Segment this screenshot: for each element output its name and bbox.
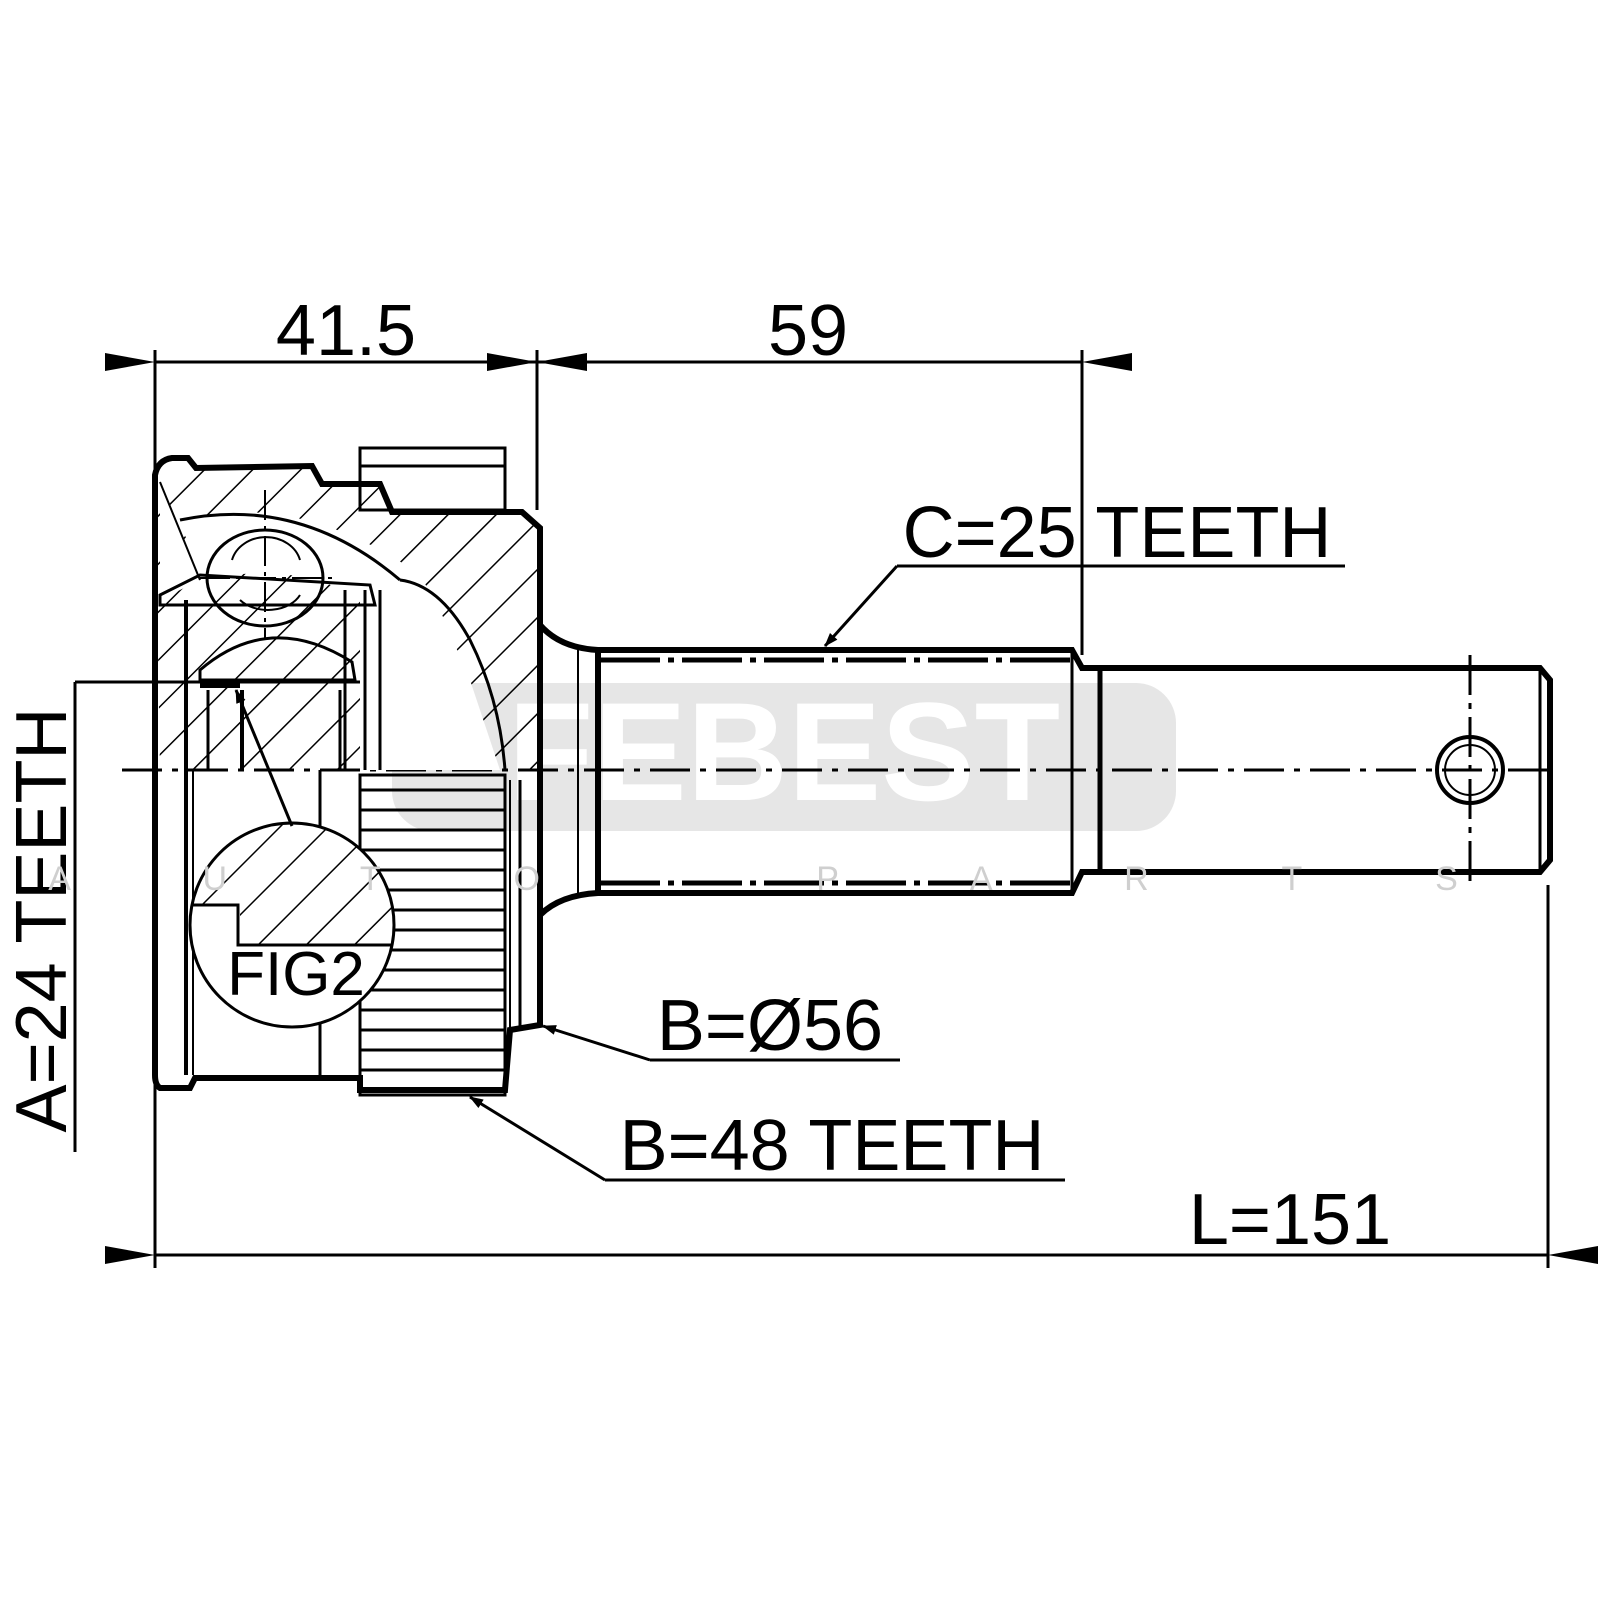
dim-41-5: 41.5 — [276, 291, 416, 371]
spline-a-label: A=24 TEETH — [2, 708, 82, 1133]
watermark-brand: FEBEST — [508, 673, 1060, 830]
spline-c-label: C=25 TEETH — [903, 493, 1332, 573]
dim-59: 59 — [768, 291, 848, 371]
watermark-tagline: A U T O P A R T S — [48, 860, 1520, 898]
fig2-label: FIG2 — [227, 940, 365, 1009]
ball-cage — [158, 490, 377, 770]
dimensions: 41.5 59 L=151 C=25 TEETH B=Ø56 B=48 TEET… — [2, 291, 1598, 1268]
shaft — [537, 622, 1553, 918]
diameter-b-label: B=Ø56 — [657, 986, 883, 1066]
bell-housing — [152, 455, 543, 1093]
fig2-detail: FIG2 — [188, 689, 396, 1029]
dim-length: L=151 — [1189, 1180, 1391, 1260]
abs-ring-teeth — [360, 788, 505, 1072]
abs-teeth-label: B=48 TEETH — [620, 1106, 1045, 1186]
